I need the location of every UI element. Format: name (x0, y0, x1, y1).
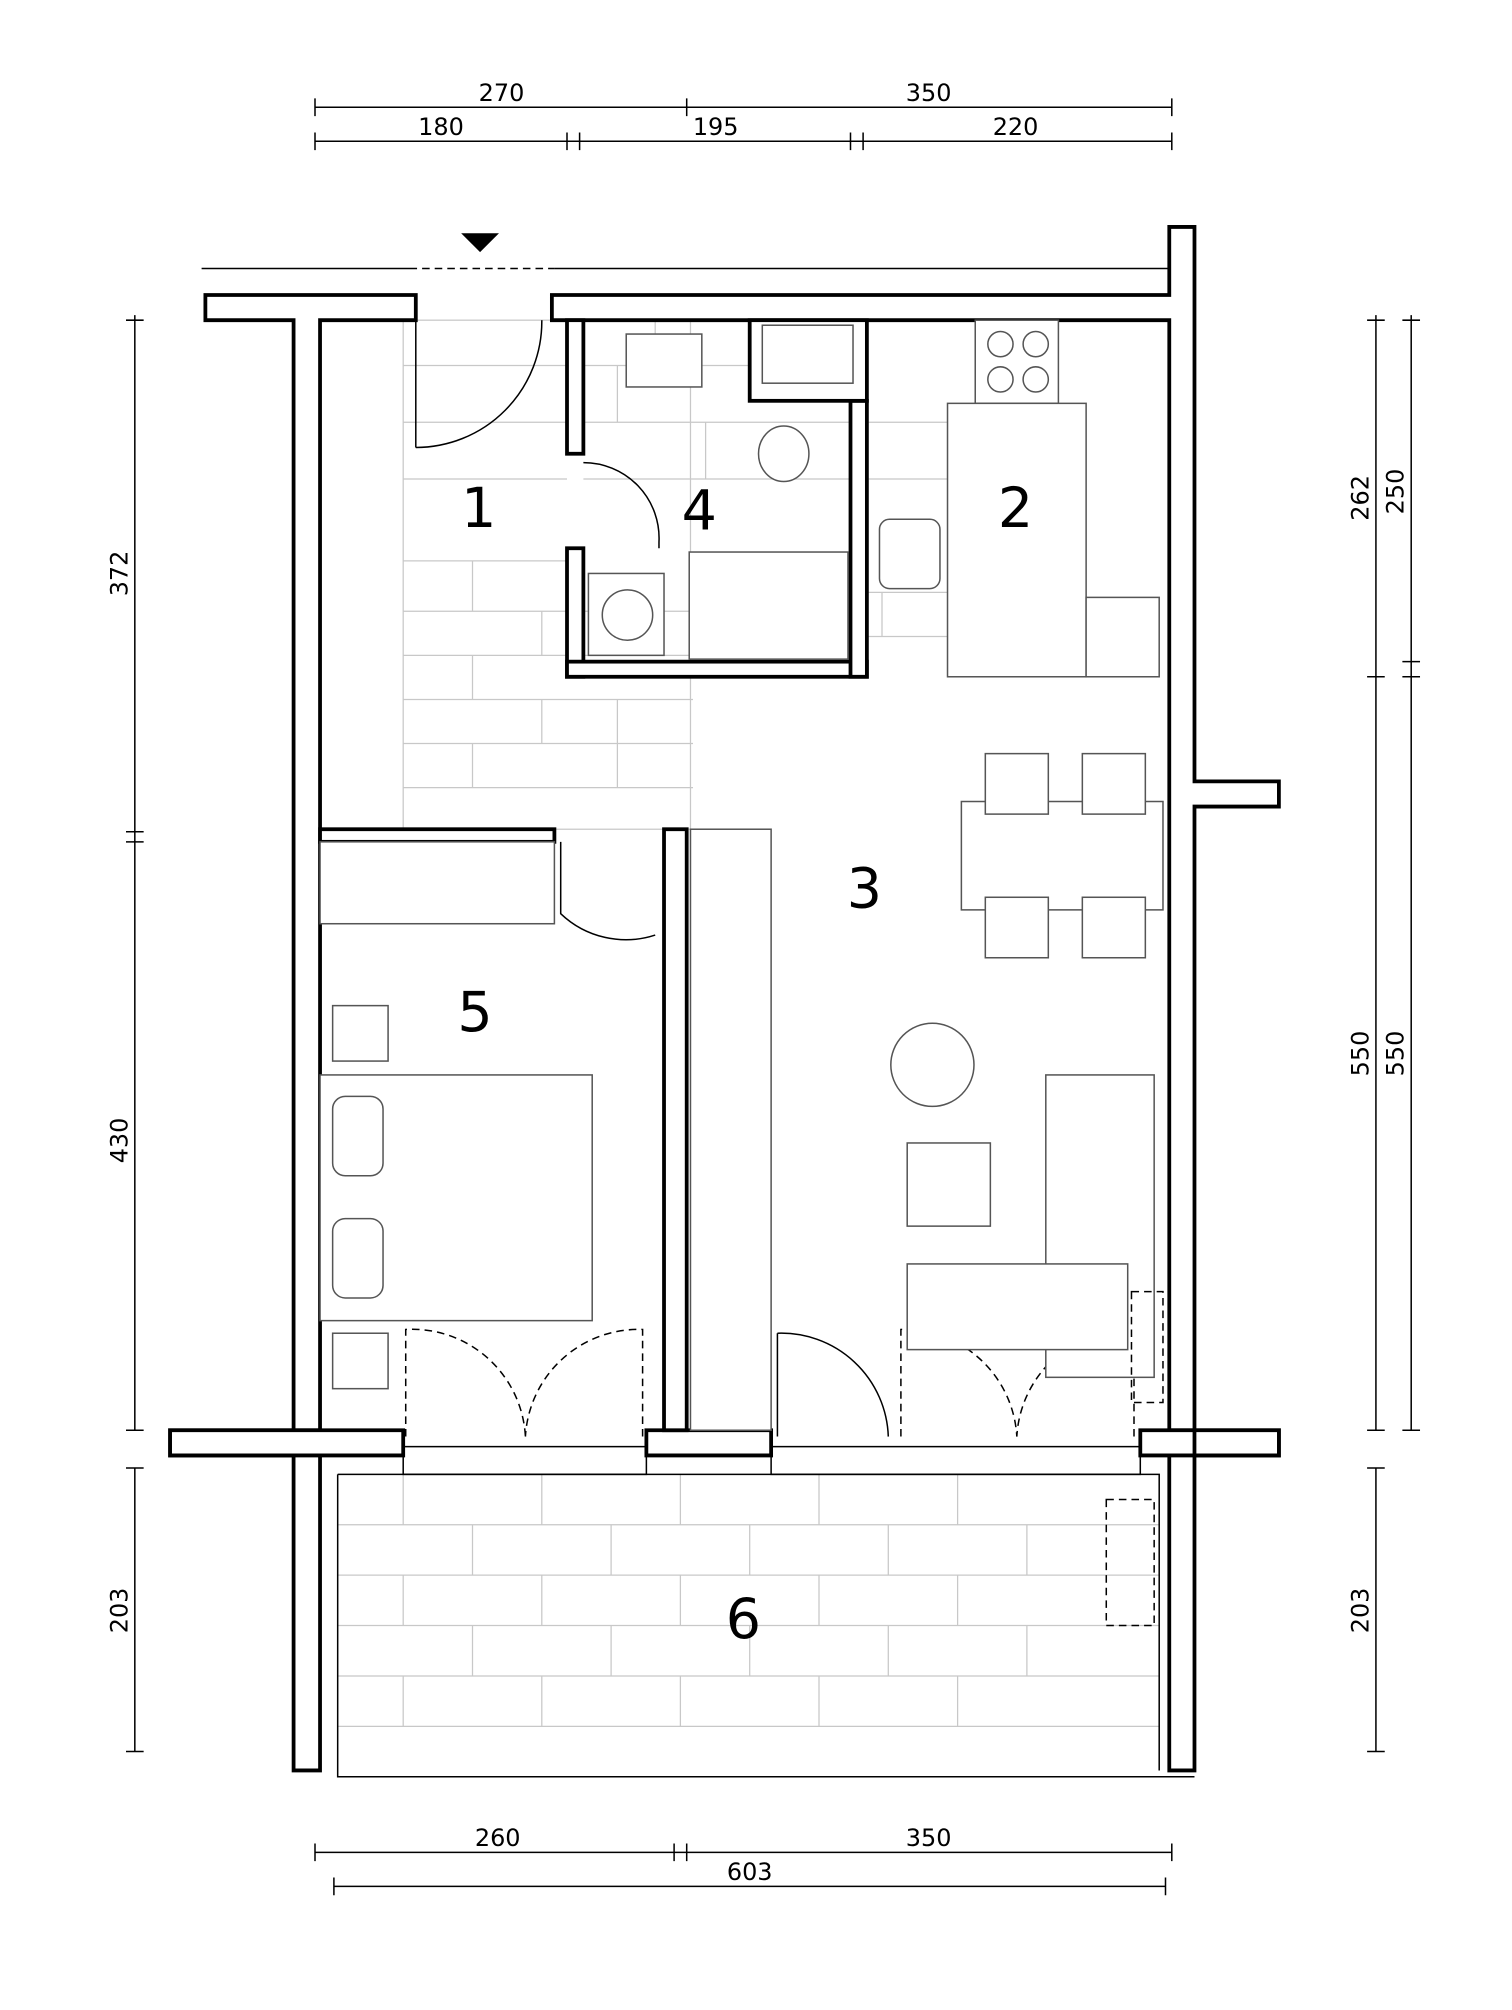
dim-left-203: 203 (105, 1588, 133, 1634)
dim-bottom-603: 603 (727, 1858, 773, 1886)
dim-left-430: 430 (105, 1118, 133, 1164)
dim-left-372: 372 (105, 551, 133, 597)
dim-top-180: 180 (418, 113, 464, 141)
dim-top-195: 195 (693, 113, 739, 141)
dim-right-550b: 550 (1382, 1031, 1410, 1077)
dim-bottom-260: 260 (475, 1824, 521, 1852)
dim-right-250: 250 (1382, 469, 1410, 515)
dim-right-203: 203 (1346, 1588, 1374, 1634)
room-1-label: 1 (461, 477, 496, 541)
dim-right-550: 550 (1346, 1031, 1374, 1077)
room-6-label: 6 (726, 1588, 761, 1652)
dim-bottom-350: 350 (906, 1824, 952, 1852)
dim-top-350: 350 (906, 79, 952, 107)
room-2-label: 2 (998, 477, 1033, 541)
entrance-arrow-icon (461, 233, 499, 253)
doors (402, 320, 1142, 1476)
furniture (319, 319, 1164, 1627)
dim-right-262: 262 (1346, 475, 1374, 521)
room-labels: 1 4 2 3 5 6 (457, 477, 1033, 1652)
room-3-label: 3 (847, 857, 882, 921)
dim-top-270: 270 (479, 79, 525, 107)
dimension-lines: 270 350 180 195 220 372 430 203 262 550 … (105, 79, 1421, 1896)
dim-top-220: 220 (993, 113, 1039, 141)
room-4-label: 4 (682, 479, 717, 543)
room-5-label: 5 (457, 981, 492, 1045)
